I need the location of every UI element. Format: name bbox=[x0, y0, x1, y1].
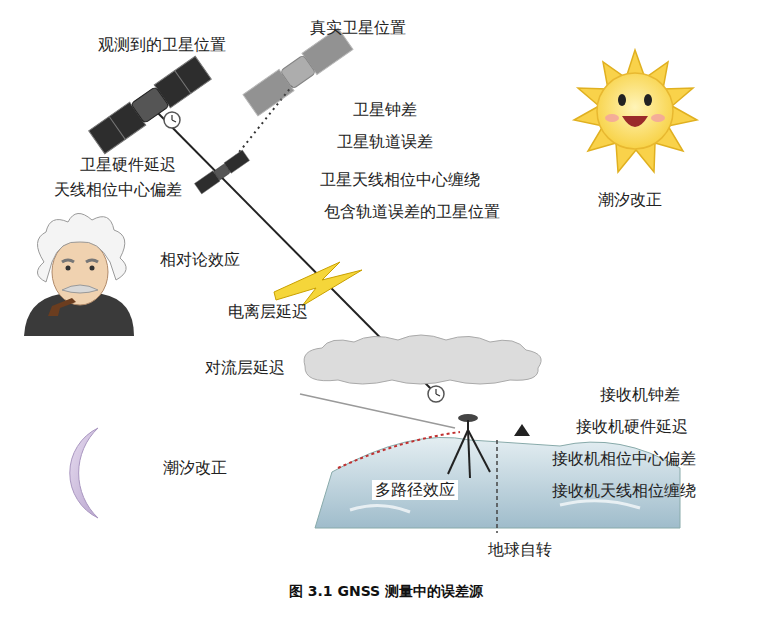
multipath-line bbox=[338, 432, 460, 468]
moon-figure bbox=[70, 428, 98, 518]
error-source-label: 对流层延迟 bbox=[205, 358, 285, 378]
clock-icon bbox=[428, 386, 444, 402]
sun-figure bbox=[574, 50, 697, 172]
error-source-label: 卫星钟差 bbox=[353, 100, 417, 120]
error-source-label: 潮汐改正 bbox=[163, 458, 227, 478]
satellite-icon bbox=[194, 150, 249, 194]
error-source-label: 真实卫星位置 bbox=[310, 18, 406, 38]
clock-icon bbox=[164, 112, 180, 128]
ionosphere-bolt bbox=[274, 262, 362, 306]
error-source-label: 接收机硬件延迟 bbox=[576, 417, 688, 437]
error-source-label: 卫星天线相位中心缠绕 bbox=[320, 170, 480, 190]
error-source-label: 观测到的卫星位置 bbox=[98, 35, 226, 55]
troposphere-cloud bbox=[304, 335, 541, 384]
satellite-icon bbox=[243, 28, 353, 116]
figure-caption: 图 3.1 GNSS 测量中的误差源 bbox=[289, 583, 483, 601]
error-source-label: 多路径效应 bbox=[372, 480, 458, 500]
error-source-label: 电离层延迟 bbox=[228, 302, 308, 322]
error-source-label: 接收机相位中心偏差 bbox=[552, 449, 696, 469]
scientist-figure bbox=[24, 213, 134, 336]
multipath-line bbox=[300, 394, 455, 428]
error-source-label: 潮汐改正 bbox=[598, 190, 662, 210]
error-source-label: 卫星硬件延迟 bbox=[80, 155, 176, 175]
receiver-icon bbox=[448, 414, 530, 478]
ground-terrain bbox=[350, 501, 640, 512]
error-source-label: 接收机钟差 bbox=[600, 385, 680, 405]
satellite-icon bbox=[89, 56, 212, 154]
rotation-axis bbox=[496, 440, 498, 533]
error-source-label: 卫星轨道误差 bbox=[337, 132, 433, 152]
error-source-label: 接收机天线相位缠绕 bbox=[552, 481, 696, 501]
error-source-label: 地球自转 bbox=[488, 540, 552, 560]
error-source-label: 天线相位中心偏差 bbox=[54, 180, 182, 200]
error-source-label: 相对论效应 bbox=[160, 250, 240, 270]
error-source-label: 包含轨道误差的卫星位置 bbox=[324, 202, 500, 222]
